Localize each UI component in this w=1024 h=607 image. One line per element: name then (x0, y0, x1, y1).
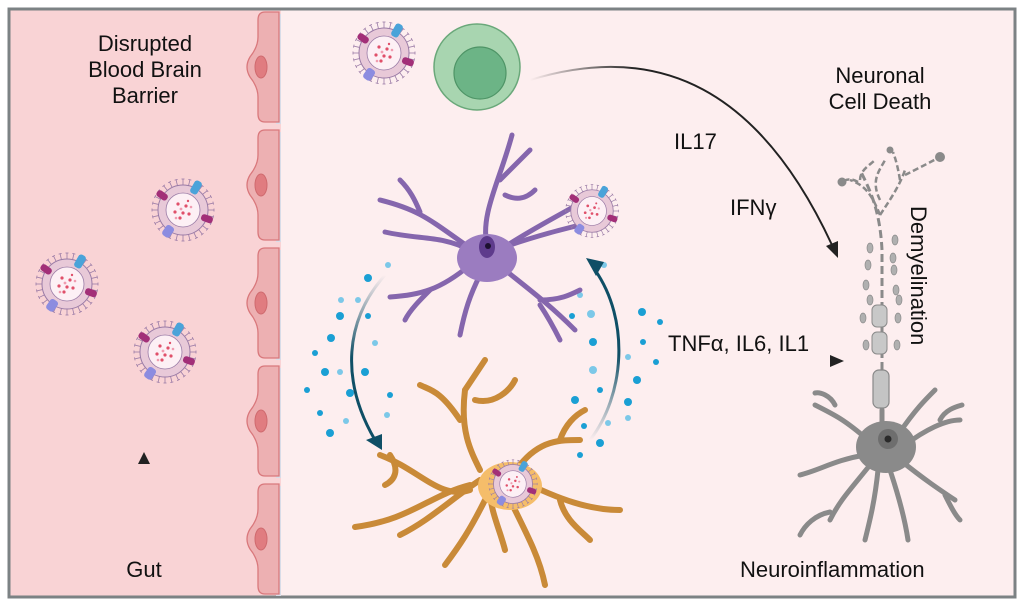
myelin-sheath (871, 304, 888, 328)
myelin-debris (895, 294, 903, 306)
neuronal-cell-death-label: Neuronal Cell Death (810, 63, 950, 115)
cytokine-dot (321, 368, 329, 376)
neuroinflammation-label: Neuroinflammation (740, 557, 925, 582)
dendrite-fragment (874, 159, 887, 201)
endothelial-nucleus (254, 173, 268, 197)
cytokine-dot (365, 313, 371, 319)
myelin-debris (862, 339, 870, 351)
gut-label: Gut (126, 557, 162, 582)
cytokine-dot (640, 339, 646, 345)
cytokine-dot (624, 398, 632, 406)
demyelination-label: Demyelination (906, 206, 931, 346)
cytokine-dot (625, 415, 631, 421)
astrocyte-to-microglia-arrow (586, 258, 621, 441)
myelin-debris (894, 312, 902, 324)
cytokine-dot (364, 274, 372, 282)
endothelial-nucleus (254, 291, 268, 315)
endothelial-nucleus (254, 55, 268, 79)
dendrite-fragment (841, 178, 859, 184)
cytokine-dot (312, 350, 318, 356)
dendrite-fragment (891, 151, 902, 181)
dendrite-fragment (858, 159, 876, 181)
dendrite-tip (837, 177, 847, 187)
myelin-debris (889, 252, 897, 264)
cytokine-dot (372, 340, 378, 346)
endothelial-cell (246, 483, 281, 596)
il17-label: IL17 (674, 129, 717, 154)
endothelial-cell (246, 129, 281, 242)
dendrite-fragment (904, 156, 939, 177)
cytokine-dot (587, 310, 595, 318)
cytokine-dot (304, 387, 310, 393)
neuronal-death-line: Cell Death (828, 89, 932, 114)
ifng-label: IFNγ (730, 195, 777, 220)
dendrite-tip (935, 152, 945, 162)
cytokine-dot (355, 297, 361, 303)
cytokine-dot (625, 354, 631, 360)
cytokine-dot (327, 334, 335, 342)
dendrite-fragment (878, 169, 907, 216)
myelin-debris (862, 279, 870, 291)
gut-arrow (138, 452, 150, 543)
dendrite-fragment (849, 178, 882, 216)
cytokine-dot (596, 439, 604, 447)
bbb-label-line: Barrier (111, 83, 178, 108)
cytokine-dot (569, 313, 575, 319)
myelin-debris (864, 259, 872, 271)
cytokine-arrow (505, 355, 844, 367)
myelin-sheath (871, 331, 888, 355)
il17-ifng-arrow (529, 65, 838, 258)
myelin-debris (890, 264, 898, 276)
cytokine-dot (337, 369, 343, 375)
cytokine-dot (605, 420, 611, 426)
cytokine-dot (343, 418, 349, 424)
myelin-debris (893, 339, 901, 351)
myelin-sheath (872, 369, 890, 409)
myelin-debris (859, 312, 867, 324)
endothelial-nucleus (254, 527, 268, 551)
endothelial-nucleus (254, 409, 268, 433)
bbb-label: Disrupted Blood Brain Barrier (40, 31, 250, 109)
endothelial-cell (246, 365, 281, 478)
cytokine-dot (597, 387, 603, 393)
neuron (797, 146, 965, 543)
cytokine-dot (346, 389, 354, 397)
cytokines-label: TNFα, IL6, IL1 (668, 331, 810, 356)
cytokine-dot (589, 338, 597, 346)
cytokine-dot (361, 368, 369, 376)
bbb-label-line: Disrupted (97, 31, 193, 56)
cytokine-dot (387, 392, 393, 398)
bbb-label-line: Blood Brain (88, 57, 202, 82)
cytokine-dot (638, 308, 646, 316)
myelin-debris (892, 284, 900, 296)
cytokine-dot (581, 423, 587, 429)
myelin-debris (891, 234, 899, 246)
cytokine-dot (326, 429, 334, 437)
dendrite-tip (886, 146, 894, 154)
t-cell (433, 23, 521, 111)
cytokine-dot (338, 297, 344, 303)
cytokine-dot (317, 410, 323, 416)
endothelial-layer (246, 11, 281, 596)
microglia-to-astrocyte-arrow (350, 274, 387, 450)
microglia (377, 132, 583, 343)
cytokine-dot (589, 366, 597, 374)
myelin-debris (866, 242, 874, 254)
figure-border (7, 7, 1017, 599)
cytokine-dot (633, 376, 641, 384)
axon-fragment (858, 169, 884, 370)
cytokine-dot (577, 452, 583, 458)
cytokine-dot (384, 412, 390, 418)
cytokine-dot (571, 396, 579, 404)
cytokine-dot (657, 319, 663, 325)
cytokine-dot (336, 312, 344, 320)
neuronal-death-line: Neuronal (835, 63, 925, 88)
myelin-debris (866, 294, 874, 306)
cytokine-dots (304, 262, 663, 458)
cytokine-dot (385, 262, 391, 268)
endothelial-cell (246, 247, 281, 360)
endothelial-cell (246, 11, 281, 124)
